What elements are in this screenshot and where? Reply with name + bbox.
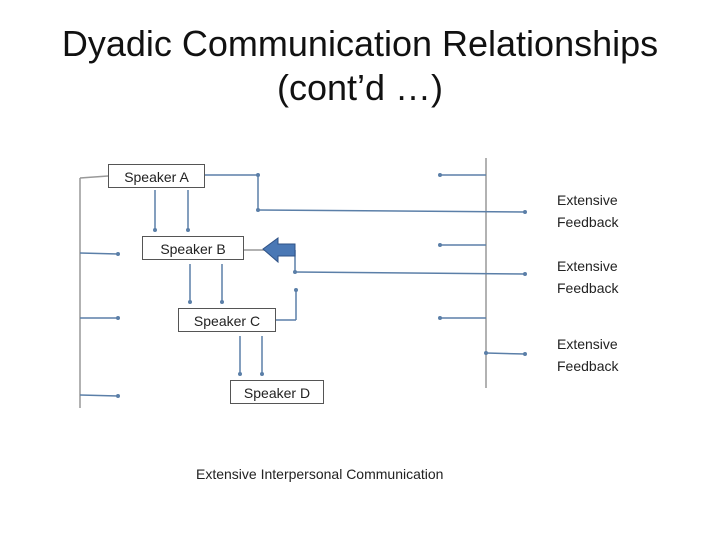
speaker-b-box: Speaker B bbox=[142, 236, 244, 260]
pointer-arrow-icon bbox=[262, 237, 296, 264]
speaker-a-box: Speaker A bbox=[108, 164, 205, 188]
slide-title: Dyadic Communication Relationships (cont… bbox=[0, 22, 720, 110]
speaker-c-label: Speaker C bbox=[193, 313, 261, 329]
speaker-d-label: Speaker D bbox=[243, 385, 311, 401]
title-line-1: Dyadic Communication Relationships bbox=[61, 23, 659, 64]
feedback-3-line-2: Feedback bbox=[557, 358, 619, 374]
speaker-a-label: Speaker A bbox=[124, 169, 189, 185]
speaker-d-box: Speaker D bbox=[230, 380, 324, 404]
feedback-1-line-2: Feedback bbox=[557, 214, 619, 230]
title-line-2: (cont’d …) bbox=[276, 67, 444, 108]
diagram-caption: Extensive Interpersonal Communication bbox=[196, 466, 444, 482]
feedback-label-3: Extensive Feedback bbox=[557, 333, 618, 377]
feedback-1-line-1: Extensive bbox=[557, 192, 618, 208]
feedback-label-2: Extensive Feedback bbox=[557, 255, 618, 299]
feedback-2-line-2: Feedback bbox=[557, 280, 619, 296]
feedback-2-line-1: Extensive bbox=[557, 258, 618, 274]
feedback-label-1: Extensive Feedback bbox=[557, 189, 618, 233]
speaker-b-label: Speaker B bbox=[160, 241, 226, 257]
connector-lines bbox=[79, 158, 526, 408]
connector-dots bbox=[116, 173, 527, 398]
feedback-3-line-1: Extensive bbox=[557, 336, 618, 352]
speaker-c-box: Speaker C bbox=[178, 308, 276, 332]
